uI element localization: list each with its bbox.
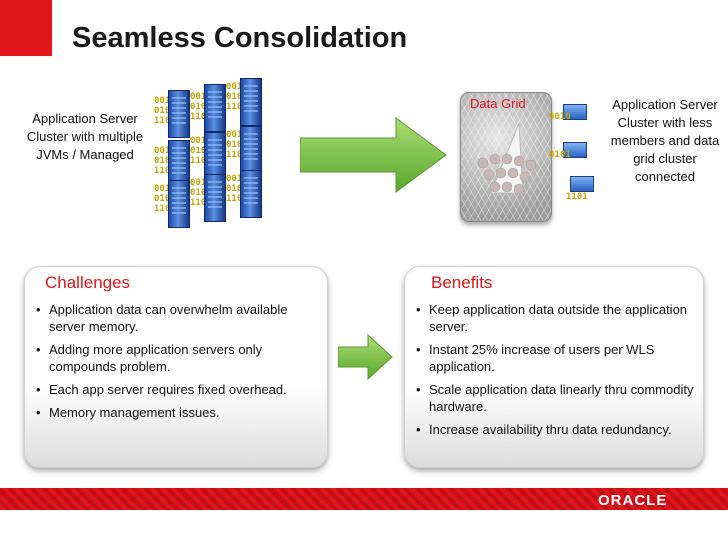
list-item: Each app server requires fixed overhead.	[31, 381, 321, 398]
list-item: Application data can overwhelm available…	[31, 301, 321, 335]
benefits-list: Keep application data outside the applic…	[411, 301, 697, 444]
list-item: Instant 25% increase of users per WLS ap…	[411, 341, 697, 375]
list-item: Increase availability thru data redundan…	[411, 421, 697, 438]
binary-digits: 0101	[549, 150, 571, 160]
server-icon	[204, 84, 226, 132]
benefits-panel: Benefits Keep application data outside t…	[404, 266, 704, 468]
big-arrow-right-icon	[300, 116, 448, 194]
data-grid-illustration	[460, 92, 552, 222]
brand-red-tab	[0, 0, 52, 56]
page-title: Seamless Consolidation	[72, 22, 407, 55]
binary-digits: 0010	[549, 112, 571, 122]
challenges-title: Challenges	[45, 273, 130, 293]
list-item: Adding more application servers only com…	[31, 341, 321, 375]
list-item: Memory management issues.	[31, 404, 321, 421]
binary-digits: 1101	[566, 192, 588, 202]
oracle-logo: ORACLE	[598, 492, 667, 509]
server-icon	[240, 78, 262, 126]
server-node-icon	[570, 176, 594, 192]
data-grid-figure-icon	[461, 93, 551, 221]
server-icon	[204, 132, 226, 180]
server-icon	[168, 90, 190, 138]
right-cluster-label: Application Server Cluster with less mem…	[604, 96, 726, 186]
list-item: Scale application data linearly thru com…	[411, 381, 697, 415]
challenges-list: Application data can overwhelm available…	[31, 301, 321, 427]
benefits-title: Benefits	[431, 273, 492, 293]
data-grid-label: Data Grid	[470, 96, 526, 111]
challenges-panel: Challenges Application data can overwhel…	[24, 266, 328, 468]
server-icon	[204, 174, 226, 222]
server-icon	[240, 126, 262, 174]
list-item: Keep application data outside the applic…	[411, 301, 697, 335]
server-icon	[240, 170, 262, 218]
arrow-right-icon	[338, 333, 394, 381]
server-icon	[168, 180, 190, 228]
left-cluster-label: Application Server Cluster with multiple…	[18, 110, 152, 164]
